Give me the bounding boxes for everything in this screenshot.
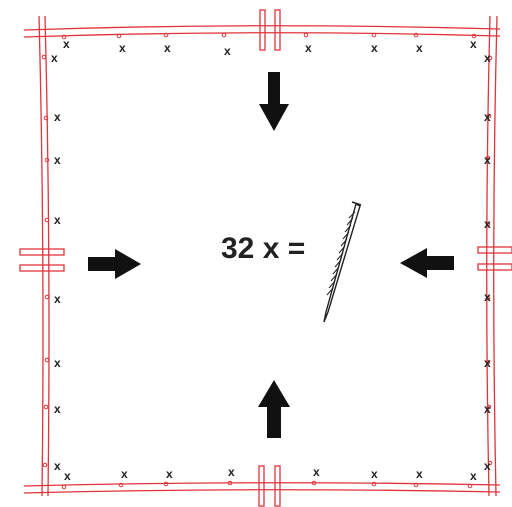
nail-position-dot <box>371 32 377 38</box>
nail-position-dot <box>44 217 50 223</box>
nail-mark: x <box>54 402 61 416</box>
nail-position-dot <box>116 33 122 39</box>
nail-mark: x <box>51 51 58 65</box>
nail-position-dot <box>486 404 492 410</box>
nail-position-dot <box>487 460 493 466</box>
nail-position-dot <box>485 359 491 365</box>
nail-mark: x <box>470 469 477 483</box>
nail-mark: x <box>484 459 491 473</box>
nail-mark: x <box>484 153 491 167</box>
nail-mark: x <box>484 356 491 370</box>
nail-mark: x <box>416 41 423 55</box>
nail-mark: x <box>484 110 491 124</box>
nail-position-dot <box>61 34 67 40</box>
nail-position-dot <box>44 357 50 363</box>
nail-position-dots <box>41 32 493 490</box>
nail-position-dot <box>303 32 309 38</box>
frame-bottom-beam <box>23 465 501 507</box>
nail-mark: x <box>164 41 171 55</box>
nail-position-dot <box>413 32 419 38</box>
frame-left-post <box>19 15 65 497</box>
nail-mark: x <box>63 37 70 51</box>
nail-mark: x <box>54 110 61 124</box>
nail-mark: x <box>224 44 231 58</box>
nail-mark: x <box>305 41 312 55</box>
arrow-left-icon <box>400 248 454 278</box>
nail-position-dot <box>467 483 473 489</box>
frame-top-beam <box>23 9 501 51</box>
nail-mark: x <box>371 41 378 55</box>
nail-position-dot <box>227 480 233 486</box>
nail-position-dot <box>43 115 49 121</box>
nail-mark: x <box>54 356 61 370</box>
nail-position-dot <box>471 33 477 39</box>
nail-position-dot <box>413 482 419 488</box>
nail-mark: x <box>54 459 61 473</box>
nail-mark: x <box>470 37 477 51</box>
nail-position-dot <box>485 155 491 161</box>
nail-mark: x <box>416 467 423 481</box>
nail-position-dot <box>61 484 67 490</box>
nail-mark: x <box>313 465 320 479</box>
nail-position-dot <box>42 462 48 468</box>
nail-position-dot <box>311 480 317 486</box>
arrow-right-icon <box>88 249 141 279</box>
arrow-up-icon <box>258 380 290 438</box>
nail-position-dot <box>486 113 492 119</box>
nail-mark: x <box>371 467 378 481</box>
frame-right-post <box>477 15 512 497</box>
nail-mark: x <box>64 469 71 483</box>
nail-position-dot <box>487 55 493 61</box>
nail-count-label: 32 x = <box>221 232 305 265</box>
nail-position-dot <box>44 294 50 300</box>
nail-mark: x <box>54 153 61 167</box>
nail-position-dot <box>163 481 169 487</box>
nail-mark: x <box>54 292 61 306</box>
nail-position-dot <box>41 54 47 60</box>
nail-position-dot <box>485 221 491 227</box>
nail-mark: x <box>484 51 491 65</box>
nail-mark: x <box>54 213 61 227</box>
nail-mark: x <box>484 402 491 416</box>
nail-position-dot <box>485 295 491 301</box>
arrow-down-icon <box>259 72 289 131</box>
nail-icon <box>323 201 362 323</box>
nail-position-dot <box>163 32 169 38</box>
nail-mark: x <box>484 217 491 231</box>
nail-position-dot <box>221 32 227 38</box>
nail-position-dot <box>118 482 124 488</box>
nail-position-dot <box>44 157 50 163</box>
nail-mark: x <box>119 41 126 55</box>
nail-mark: x <box>484 290 491 304</box>
nail-mark: x <box>166 467 173 481</box>
nail-mark: x <box>121 467 128 481</box>
nail-position-dot <box>371 481 377 487</box>
nail-position-dot <box>43 404 49 410</box>
nail-mark: x <box>228 465 235 479</box>
